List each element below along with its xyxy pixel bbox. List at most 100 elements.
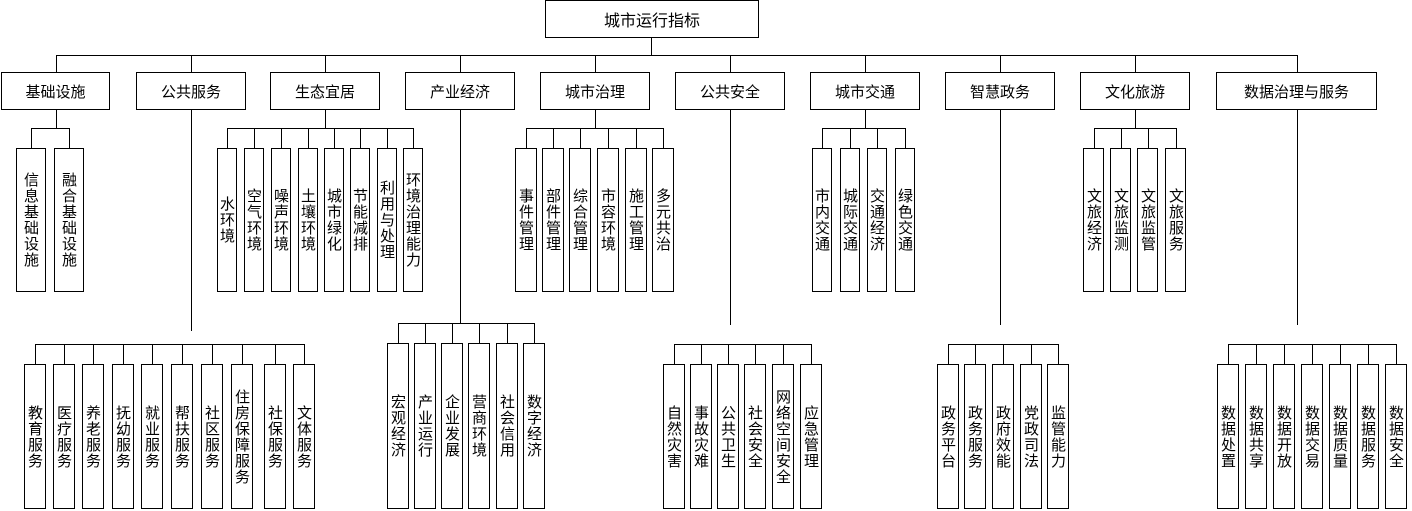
child-stem: [975, 344, 976, 364]
group-bus: [674, 344, 812, 345]
category-stem: [1297, 55, 1298, 72]
leaf-node: 城市绿化: [324, 148, 344, 292]
group-stem: [865, 110, 866, 129]
category-node: 智慧政务: [945, 72, 1055, 110]
leaf-node: 综合管理: [569, 148, 591, 292]
child-stem: [877, 128, 878, 148]
child-stem: [69, 128, 70, 148]
leaf-node: 文旅监管: [1137, 148, 1158, 292]
leaf-node: 节能减排: [350, 148, 370, 292]
child-stem: [1121, 128, 1122, 148]
child-stem: [425, 323, 426, 343]
child-stem: [1256, 344, 1257, 364]
child-stem: [242, 344, 243, 364]
child-stem: [35, 344, 36, 364]
leaf-node: 文旅服务: [1165, 148, 1186, 292]
leaf-node: 融合基础设施: [54, 148, 84, 292]
group-bus: [398, 323, 535, 324]
leaf-node: 绿色交通: [895, 148, 915, 292]
child-stem: [728, 344, 729, 364]
leaf-node: 抚幼服务: [112, 364, 134, 509]
group-stem: [56, 110, 57, 129]
group-bus: [31, 128, 70, 129]
child-stem: [1058, 344, 1059, 364]
leaf-node: 宏观经济: [387, 343, 409, 509]
child-stem: [1284, 344, 1285, 364]
child-stem: [304, 344, 305, 364]
child-stem: [1368, 344, 1369, 364]
child-stem: [227, 128, 228, 148]
child-stem: [123, 344, 124, 364]
child-stem: [1228, 344, 1229, 364]
leaf-node: 政务平台: [937, 364, 959, 509]
category-node: 公共服务: [136, 72, 246, 110]
group-stem: [325, 110, 326, 129]
leaf-node: 社会信用: [496, 343, 518, 509]
leaf-node: 文旅经济: [1083, 148, 1104, 292]
category-stem: [1135, 55, 1136, 72]
root-node: 城市运行指标: [545, 0, 759, 38]
leaf-node: 数字经济: [523, 343, 545, 509]
child-stem: [1176, 128, 1177, 148]
group-stem: [460, 110, 461, 324]
child-stem: [1094, 128, 1095, 148]
category-node: 公共安全: [675, 72, 785, 110]
leaf-node: 帮扶服务: [171, 364, 193, 509]
leaf-node: 应急管理: [800, 364, 822, 509]
leaf-node: 多元共治: [652, 148, 674, 292]
leaf-node: 医疗服务: [53, 364, 75, 509]
child-stem: [608, 128, 609, 148]
child-stem: [783, 344, 784, 364]
child-stem: [31, 128, 32, 148]
child-stem: [636, 128, 637, 148]
group-stem: [191, 110, 192, 331]
child-stem: [479, 323, 480, 343]
category-stem: [460, 55, 461, 72]
leaf-node: 公共卫生: [717, 364, 739, 509]
child-stem: [254, 128, 255, 148]
leaf-node: 党政司法: [1020, 364, 1042, 509]
child-stem: [850, 128, 851, 148]
child-stem: [1312, 344, 1313, 364]
child-stem: [822, 128, 823, 148]
child-stem: [64, 344, 65, 364]
leaf-node: 数据质量: [1329, 364, 1351, 509]
category-node: 文化旅游: [1080, 72, 1190, 110]
category-node: 生态宜居: [270, 72, 380, 110]
child-stem: [811, 344, 812, 364]
category-node: 城市交通: [810, 72, 920, 110]
category-stem: [730, 55, 731, 72]
category-stem: [1000, 55, 1001, 72]
leaf-node: 土壤环境: [298, 148, 318, 292]
child-stem: [580, 128, 581, 148]
leaf-node: 市容环境: [597, 148, 619, 292]
leaf-node: 产业运行: [414, 343, 436, 509]
child-stem: [1003, 344, 1004, 364]
leaf-node: 住房保障服务: [231, 364, 253, 509]
leaf-node: 教育服务: [24, 364, 46, 509]
leaf-node: 事故灾难: [690, 364, 712, 509]
leaf-node: 政务服务: [964, 364, 986, 509]
root-stem: [651, 38, 652, 55]
child-stem: [1340, 344, 1341, 364]
child-stem: [701, 344, 702, 364]
child-stem: [334, 128, 335, 148]
group-bus: [1094, 128, 1177, 129]
group-stem: [1297, 110, 1298, 325]
leaf-node: 利用与处理: [377, 148, 397, 292]
category-stem: [865, 55, 866, 72]
child-stem: [212, 344, 213, 364]
leaf-node: 部件管理: [542, 148, 564, 292]
child-stem: [413, 128, 414, 148]
leaf-node: 监管能力: [1047, 364, 1069, 509]
child-stem: [398, 323, 399, 343]
leaf-node: 社会安全: [744, 364, 766, 509]
leaf-node: 文旅监测: [1110, 148, 1131, 292]
group-bus: [526, 128, 664, 129]
child-stem: [93, 344, 94, 364]
leaf-node: 就业服务: [141, 364, 163, 509]
child-stem: [526, 128, 527, 148]
child-stem: [152, 344, 153, 364]
child-stem: [905, 128, 906, 148]
